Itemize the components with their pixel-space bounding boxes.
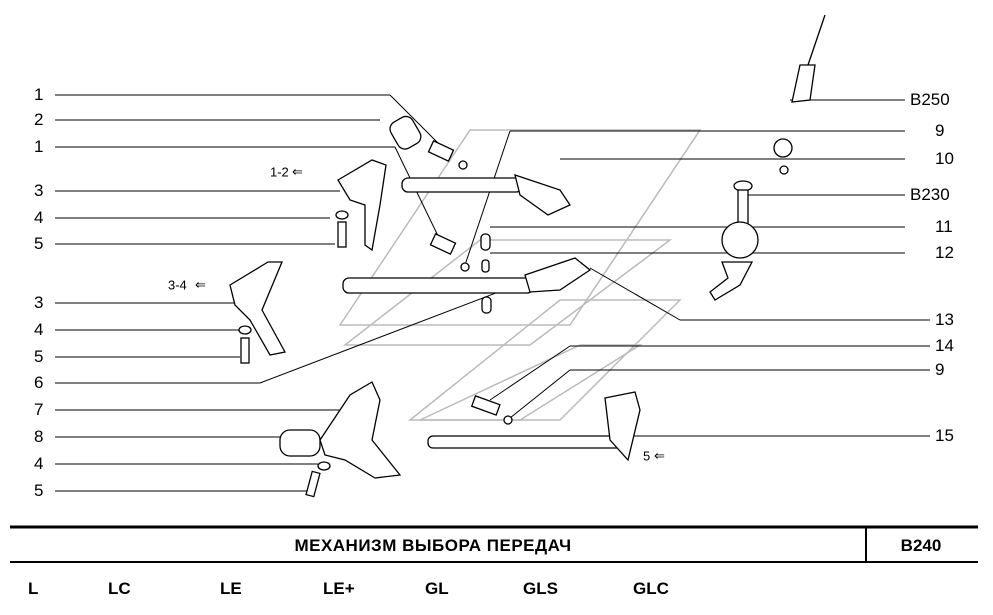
callout-right-9: 15 xyxy=(935,426,954,445)
rod-head-middle xyxy=(524,257,592,293)
ball-lower xyxy=(503,415,513,425)
footer-rules xyxy=(10,525,978,563)
diagram-code: B240 xyxy=(900,536,942,555)
car-icon: ⇐ xyxy=(195,277,206,292)
callout-right-2: 10 xyxy=(935,149,954,168)
variant-label: LE+ xyxy=(323,579,355,598)
fork-5 xyxy=(319,381,402,479)
parts xyxy=(229,14,826,498)
diagram-title: МЕХАНИЗМ ВЫБОРА ПЕРЕДАЧ xyxy=(294,536,572,555)
variant-label: GLC xyxy=(633,579,669,598)
callout-right-0: B250 xyxy=(910,90,950,109)
gear-mark-1-2: 1-2 xyxy=(270,164,289,180)
callout-left-12: 4 xyxy=(34,454,44,473)
shift-rod-upper xyxy=(401,177,523,193)
lever-ball xyxy=(773,138,793,158)
bolt xyxy=(240,337,250,364)
spring-lower xyxy=(470,395,501,416)
callout-left-4: 4 xyxy=(34,208,44,227)
interlock-pin-2 xyxy=(481,259,490,273)
variant-label: GLS xyxy=(523,579,558,598)
callout-left-8: 5 xyxy=(34,347,44,366)
ball-upper xyxy=(458,160,468,170)
leader-lines xyxy=(55,94,930,492)
callout-left-6: 3 xyxy=(34,293,44,312)
callout-left-3: 3 xyxy=(34,181,44,200)
variant-label: LC xyxy=(108,579,131,598)
variant-label: LE xyxy=(220,579,242,598)
callout-right-1: 9 xyxy=(935,121,945,140)
bushing-8 xyxy=(279,429,321,457)
selector-ball xyxy=(721,221,759,259)
callout-left-5: 5 xyxy=(34,234,44,253)
interlock-pin xyxy=(480,233,491,251)
shift-rod-lower xyxy=(427,435,629,449)
washer xyxy=(317,461,331,471)
callout-left-13: 5 xyxy=(34,481,44,500)
callout-right-5: 12 xyxy=(935,243,954,262)
callout-right-3: B230 xyxy=(910,185,950,204)
callout-left-7: 4 xyxy=(34,320,44,339)
variant-label: GL xyxy=(425,579,449,598)
background-watermark xyxy=(338,129,702,421)
callout-left-2: 1 xyxy=(34,137,44,156)
fork-3-4 xyxy=(229,261,286,356)
ball-middle xyxy=(460,262,470,272)
selector-arm xyxy=(709,261,754,301)
bushing-2 xyxy=(389,115,422,150)
bolt xyxy=(337,221,347,248)
washer xyxy=(335,210,349,220)
car-icon: ⇐ xyxy=(654,448,665,463)
callout-right-6: 13 xyxy=(935,310,954,329)
lever-knob xyxy=(791,64,816,103)
variant-label: L xyxy=(28,579,39,598)
washer xyxy=(238,325,252,335)
callout-right-8: 9 xyxy=(935,360,945,379)
spring-middle xyxy=(429,233,457,255)
callout-left-10: 7 xyxy=(34,400,44,419)
fork-1-2 xyxy=(337,159,387,252)
callout-right-7: 14 xyxy=(935,336,954,355)
callout-right-4: 11 xyxy=(935,217,953,236)
car-icon: ⇐ xyxy=(292,164,303,179)
callout-left-9: 6 xyxy=(34,373,44,392)
lever-rod xyxy=(807,14,826,66)
bolt xyxy=(305,470,321,498)
gear-mark-3-4: 3-4 xyxy=(168,277,187,293)
rod-head-upper xyxy=(514,174,571,216)
shift-rod-middle xyxy=(342,277,534,294)
rod-head-lower xyxy=(604,391,641,462)
callout-left-0: 1 xyxy=(34,85,44,104)
callout-left-1: 2 xyxy=(34,110,44,129)
spring-upper xyxy=(427,140,455,162)
gear-mark-5: 5 xyxy=(643,448,651,464)
callout-left-11: 8 xyxy=(34,427,44,446)
interlock-pin-3 xyxy=(481,296,492,314)
